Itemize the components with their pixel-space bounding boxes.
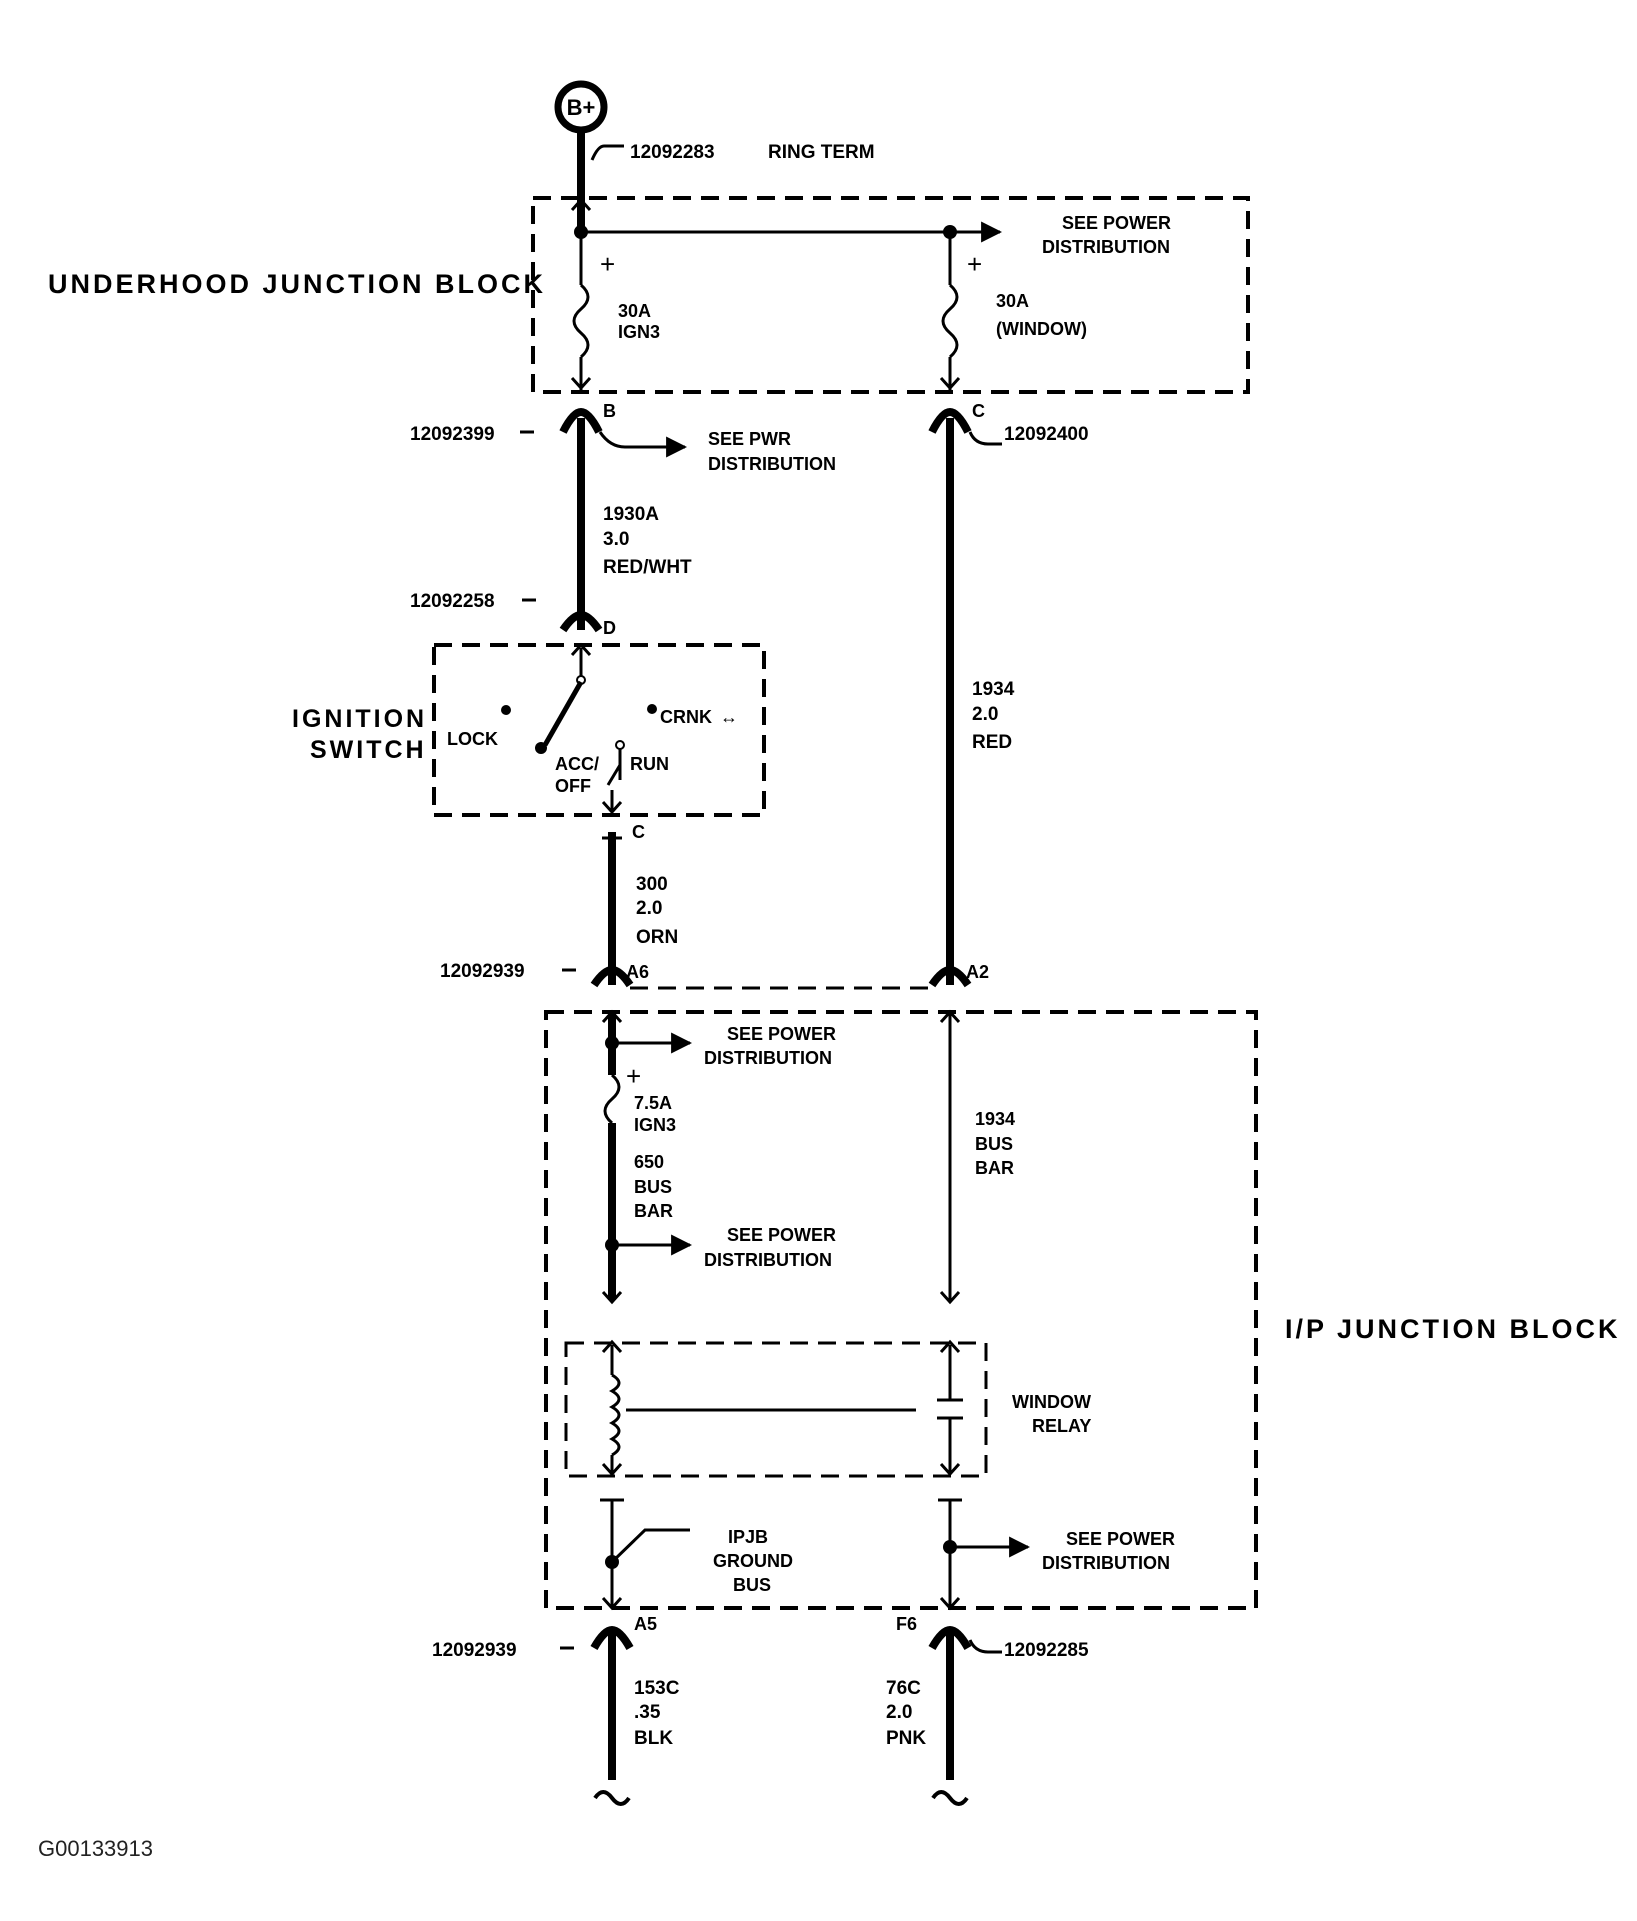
ground-l3: BUS [733,1575,771,1595]
ignition-title-l2: SWITCH [310,736,427,764]
see-pwr-l2: DISTRIBUTION [708,454,836,474]
underhood-junction-block: UNDERHOOD JUNCTION BLOCK SEE POWER DISTR… [48,176,1250,394]
ground-l1: IPJB [728,1527,768,1547]
fuse-icon [603,1073,621,1125]
switch-off: OFF [555,776,591,796]
bus1934-l2: BUS [975,1134,1013,1154]
ip-see2-l1: SEE POWER [727,1225,836,1245]
plus-icon: + [626,1061,641,1091]
wire-76c-circuit: 76C [886,1678,921,1699]
underhood-see-power-l2: DISTRIBUTION [1042,237,1170,257]
wire-153c: A5 12092939 153C .35 BLK [432,1614,680,1806]
wire-1934-gauge: 2.0 [972,704,998,725]
battery-symbol: B+ [567,95,596,120]
ignition-pin-d: D [603,618,616,638]
ip-see2-l2: DISTRIBUTION [704,1250,832,1270]
wire-1930a: B 12092399 SEE PWR DISTRIBUTION 1930A 3.… [410,401,836,638]
ip-see1-l1: SEE POWER [727,1024,836,1044]
bus650-l2: BUS [634,1177,672,1197]
ring-term-label: RING TERM [768,142,875,163]
plus-icon: + [600,249,615,279]
underhood-title: UNDERHOOD JUNCTION BLOCK [48,269,546,299]
battery-terminal: B+ 12092283 RING TERM [554,80,875,176]
wire-300-color: ORN [636,927,678,948]
wire-300-gauge: 2.0 [636,898,662,919]
ip-see1-l2: DISTRIBUTION [704,1048,832,1068]
bus1934-l1: 1934 [975,1109,1015,1129]
relay-l1: WINDOW [1012,1392,1091,1412]
pin-a5: A5 [634,1614,657,1634]
connector-12092258: 12092258 [410,591,495,612]
relay-l2: RELAY [1032,1416,1091,1436]
connector-12092939-bot: 12092939 [432,1640,517,1661]
wire-76c: F6 12092285 76C 2.0 PNK [886,1614,1089,1806]
bus1934-l3: BAR [975,1158,1014,1178]
wire-1934: C 12092400 1934 2.0 RED [928,401,1089,985]
fuse1-rating: 30A [618,301,651,321]
ignition-pin-c: C [632,822,645,842]
wire-153c-gauge: .35 [634,1702,661,1723]
fuse2-name: (WINDOW) [996,319,1087,339]
wire-1930a-gauge: 3.0 [603,529,629,550]
ip-junction-block: I/P JUNCTION BLOCK SEE POWER DISTRIBUTIO… [544,1009,1621,1611]
ip-title: I/P JUNCTION BLOCK [1285,1314,1621,1344]
wire-1930a-circuit: 1930A [603,504,659,525]
relay-coil-icon [608,1373,621,1457]
wire-1934-circuit: 1934 [972,679,1015,700]
fuse-icon [941,283,959,359]
fuse2-rating: 30A [996,291,1029,311]
ignition-title-l1: IGNITION [292,705,427,733]
ip-see3-l1: SEE POWER [1066,1529,1175,1549]
pin-c-underhood: C [972,401,985,421]
wire-153c-color: BLK [634,1728,673,1749]
fuse1-name: IGN3 [618,322,660,342]
switch-acc: ACC/ [555,754,599,774]
wire-153c-circuit: 153C [634,1678,680,1699]
plus-icon: + [967,249,982,279]
ignition-switch: IGNITION SWITCH LOCK CRNK ↔ ACC/ OFF RUN [292,642,766,817]
switch-run: RUN [630,754,669,774]
switch-crnk: CRNK [660,707,712,727]
fuse-icon [572,283,590,359]
pin-b: B [603,401,616,421]
ip-fuse-rating: 7.5A [634,1093,672,1113]
wire-76c-color: PNK [886,1728,926,1749]
connector-12092939-top: 12092939 [440,961,525,982]
switch-lock: LOCK [447,729,498,749]
wire-1930a-color: RED/WHT [603,557,692,578]
pin-a2: A2 [966,962,989,982]
connector-12092400: 12092400 [1004,424,1089,445]
pin-a6: A6 [626,962,649,982]
wire-300: C 300 2.0 ORN 12092939 A6 A2 [440,822,989,990]
wire-76c-gauge: 2.0 [886,1702,912,1723]
ground-l2: GROUND [713,1551,793,1571]
connector-12092399: 12092399 [410,424,495,445]
connector-12092285: 12092285 [1004,1640,1089,1661]
see-pwr-l1: SEE PWR [708,429,791,449]
double-arrow-icon: ↔ [720,707,738,727]
break-icon [931,1790,969,1806]
bus650-l3: BAR [634,1201,673,1221]
ip-fuse-name: IGN3 [634,1115,676,1135]
window-relay: WINDOW RELAY [564,1339,1091,1478]
ip-see3-l2: DISTRIBUTION [1042,1553,1170,1573]
figure-id: G00133913 [38,1836,153,1861]
break-icon [593,1790,631,1806]
underhood-see-power-l1: SEE POWER [1062,213,1171,233]
pin-f6: F6 [896,1614,917,1634]
ring-term-part: 12092283 [630,142,715,163]
wire-1934-color: RED [972,732,1012,753]
wire-300-circuit: 300 [636,874,668,895]
bus650-l1: 650 [634,1152,664,1172]
